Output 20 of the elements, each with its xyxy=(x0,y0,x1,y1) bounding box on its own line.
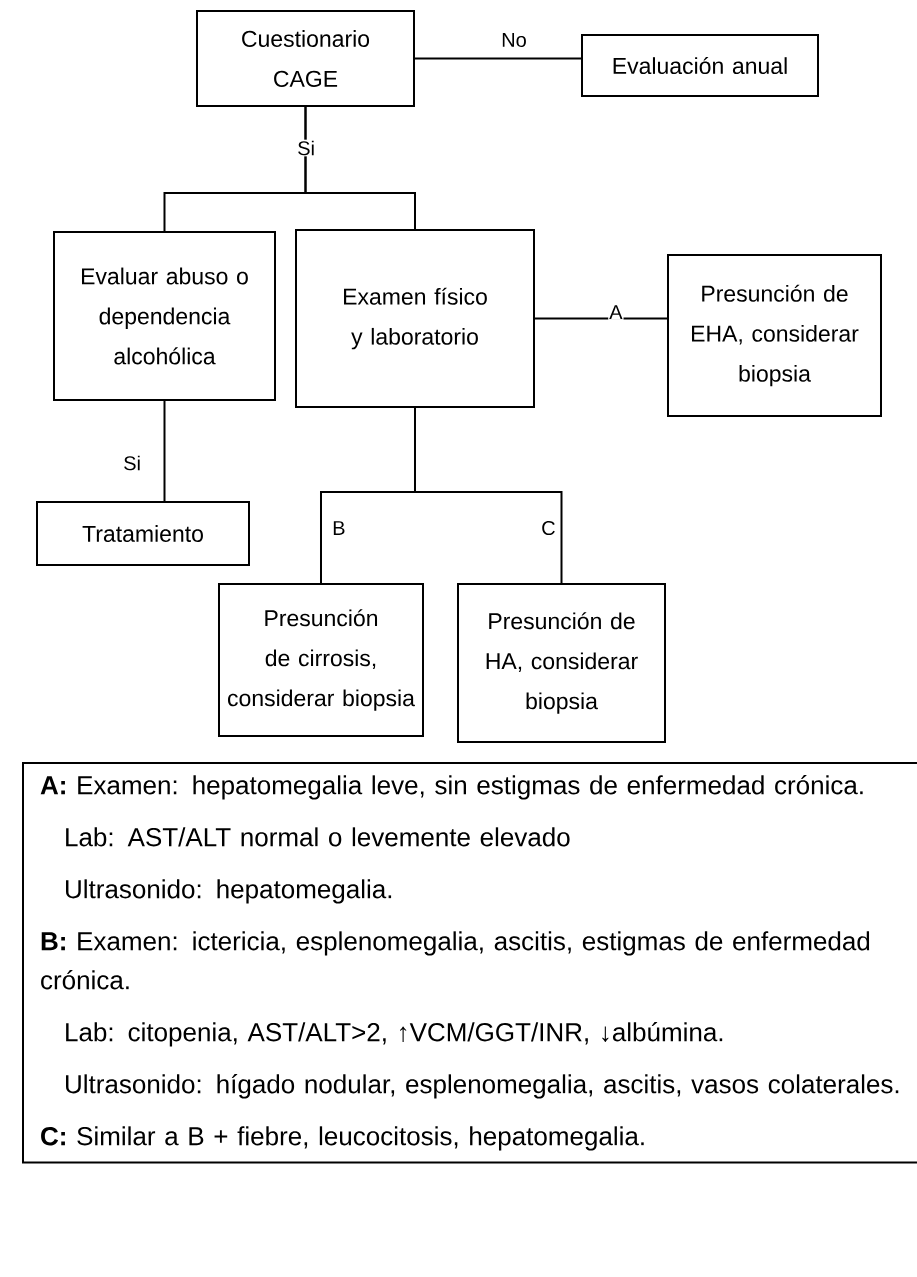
process-box: Evaluar abuso o dependencia alcohólica xyxy=(53,231,276,401)
connector-line xyxy=(414,407,563,584)
edge-label: No xyxy=(500,32,528,48)
edge-label: Si xyxy=(122,454,142,472)
process-box: Presunción de EHA, considerar biopsia xyxy=(667,254,882,417)
edge-label: A xyxy=(608,304,624,320)
process-box: Presunción de cirrosis, considerar biopsia xyxy=(218,583,424,737)
process-box: Cuestionario CAGE xyxy=(196,10,415,107)
process-box: Presunción de HA, considerar biopsia xyxy=(457,583,666,743)
process-box: Examen físico y laboratorio xyxy=(295,229,535,408)
edge-label: Si xyxy=(296,139,316,157)
edge-label: B xyxy=(331,520,347,536)
notes-box: A: Examen: hepatomegalia leve, sin estigmas de enfermedad crónica. Lab: AST/ALT normal o levemente elevado Ultrasonido: hepatomegalia. B: Examen: ictericia, esplenomegalia, ascitis, estigmas de enfermedad crónica. Lab: citopenia, AST/ALT>2, ↑VCM/GGT/INR, ↓albúmina. Ultrasonido: hígado nodular, esplenomegalia, ascitis, vasos colaterales. C: Similar a B + fiebre, leucocitosis, hepatomegalia. xyxy=(22,762,917,1164)
edge-label: C xyxy=(540,519,557,537)
process-box: Tratamiento xyxy=(36,501,250,566)
connector-line xyxy=(163,400,166,502)
connector-line xyxy=(304,106,416,230)
connector-line xyxy=(534,317,668,320)
process-box: Evaluación anual xyxy=(581,34,819,97)
connector-line xyxy=(414,57,582,60)
